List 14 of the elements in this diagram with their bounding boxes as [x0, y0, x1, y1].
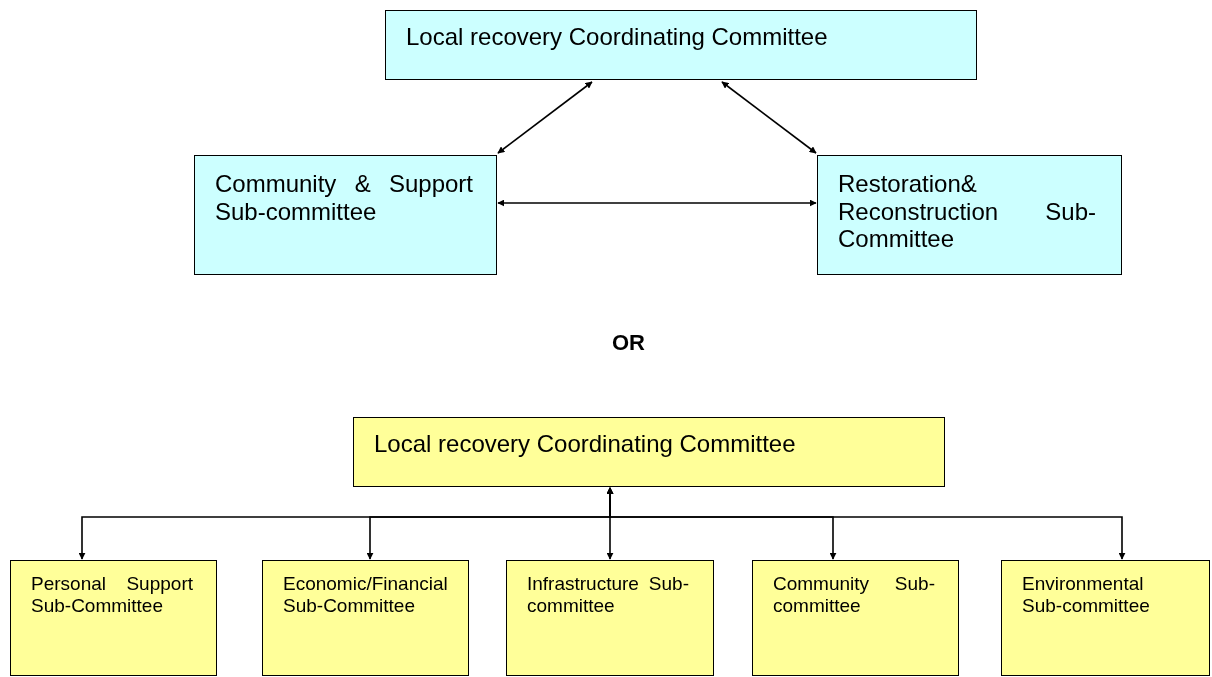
arrow	[721, 81, 817, 154]
committee-box: Personal Support Sub-Committee	[10, 560, 217, 676]
separator-text: OR	[612, 329, 645, 357]
committee-box: Infrastructure Sub-committee	[506, 560, 714, 676]
committee-box: Local recovery Coordinating Committee	[385, 10, 977, 80]
committee-box: Restoration& Reconstruction Sub-Committee	[817, 155, 1122, 275]
arrow	[606, 487, 1126, 560]
committee-box: Community & Support Sub-committee	[194, 155, 497, 275]
committee-box: Economic/Financial Sub-Committee	[262, 560, 469, 676]
committee-box: Environmental Sub-committee	[1001, 560, 1210, 676]
committee-box: Community Sub-committee	[752, 560, 959, 676]
arrow	[497, 199, 817, 207]
arrow	[497, 81, 593, 154]
committee-box: Local recovery Coordinating Committee	[353, 417, 945, 487]
